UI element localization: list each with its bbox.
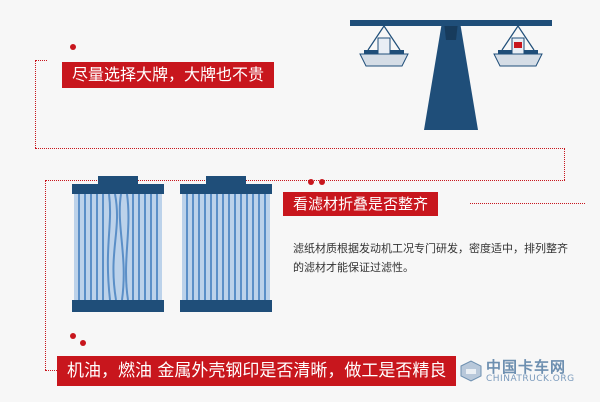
connector-line <box>35 148 565 149</box>
watermark-english: CHINATRUCK.ORG <box>486 374 575 384</box>
banner-check-folding: 看滤材折叠是否整齐 <box>283 192 439 216</box>
bullet-dot <box>319 179 325 185</box>
connector-line <box>35 60 47 61</box>
bullet-dot <box>70 333 76 339</box>
connector-line <box>35 60 36 148</box>
messy-filter-icon <box>72 176 164 312</box>
neat-filter-icon <box>180 176 272 312</box>
bullet-dot <box>80 340 86 346</box>
connector-line <box>470 203 585 204</box>
banner-check-housing: 机油，燃油 金属外壳钢印是否清晰，做工是否精良 <box>57 356 457 386</box>
connector-line <box>45 180 565 181</box>
filter-description: 滤纸材质根据发动机工况专门研发，密度适中，排列整齐的滤材才能保证过滤性。 <box>293 242 568 274</box>
watermark-chinese: 中国卡车网 <box>486 358 567 376</box>
connector-line <box>45 180 46 370</box>
connector-line <box>564 148 565 180</box>
banner-choose-brand: 尽量选择大牌，大牌也不贵 <box>62 62 275 88</box>
connector-line <box>45 370 57 371</box>
balance-scale-icon <box>350 20 552 130</box>
bullet-dot <box>70 44 76 50</box>
truck-logo-icon <box>460 360 482 382</box>
bullet-dot <box>308 179 314 185</box>
